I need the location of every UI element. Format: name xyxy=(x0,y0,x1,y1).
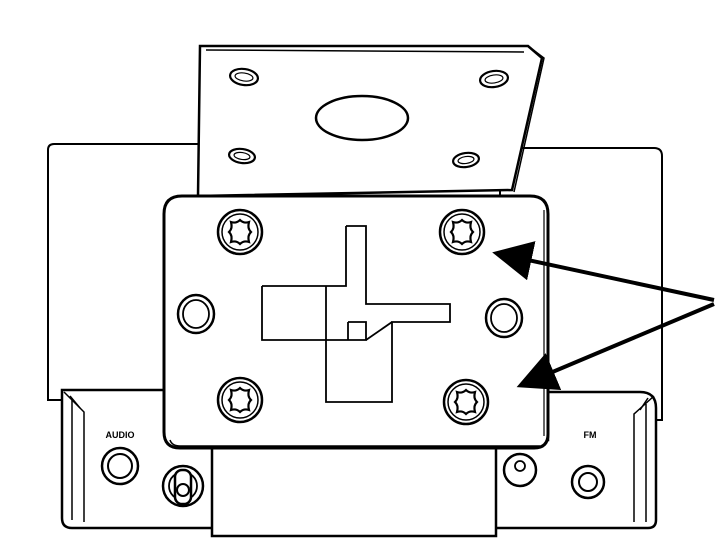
pin-hole-right xyxy=(484,297,524,339)
screw-top-left xyxy=(216,208,264,256)
audio-label: AUDIO xyxy=(106,430,135,440)
screw-top-right xyxy=(438,208,486,256)
pin-hole-left xyxy=(176,293,216,335)
indicator-led xyxy=(502,452,538,488)
arrow-to-top-right-screw xyxy=(492,241,715,302)
top-bracket-flange xyxy=(196,44,545,198)
plate-emboss-pattern xyxy=(261,225,451,403)
bracket-slot-tr xyxy=(478,69,510,89)
bracket-slot-bl xyxy=(227,147,257,165)
screw-bottom-left xyxy=(216,376,264,424)
fm-jack xyxy=(570,464,606,500)
base-slanted-edge xyxy=(63,391,655,522)
audio-jack xyxy=(100,446,140,486)
arrow-to-bottom-right-screw xyxy=(516,302,715,391)
bracket-slot-br xyxy=(451,151,481,169)
toggle-switch xyxy=(161,464,205,508)
center-stem xyxy=(210,438,498,538)
screw-bottom-right xyxy=(442,378,490,426)
fm-label: FM xyxy=(584,430,597,440)
bracket-center-hole xyxy=(314,94,410,142)
callout-arrows xyxy=(492,241,715,391)
bracket-slot-tl xyxy=(228,67,260,87)
